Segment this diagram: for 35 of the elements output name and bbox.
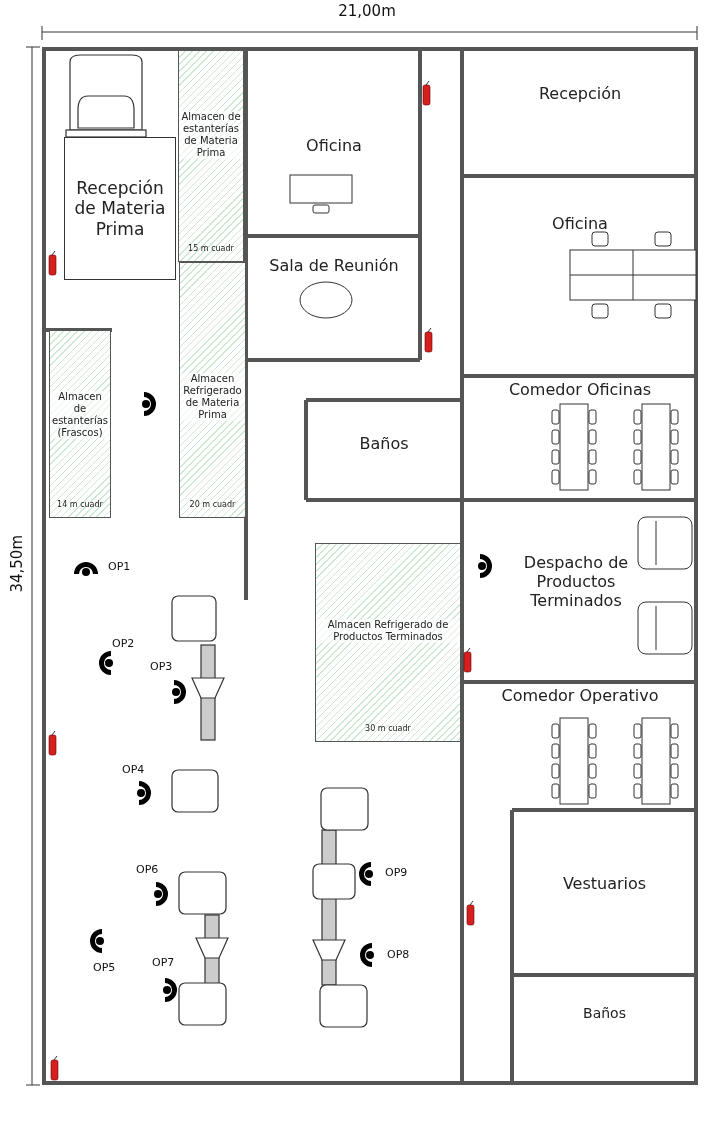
truck-bed bbox=[64, 137, 176, 280]
area-name: Almacen Refrigerado de Productos Terminados bbox=[316, 619, 460, 643]
operator-label: OP7 bbox=[152, 956, 175, 969]
storage-area bbox=[315, 543, 461, 742]
room-name: Oficina bbox=[551, 214, 609, 234]
area-name: Almacen de estanterías de Materia Prima bbox=[179, 111, 243, 159]
dimension-label: 34,50m bbox=[8, 535, 26, 593]
area-size: 20 m cuadr bbox=[188, 500, 237, 509]
room-name: Oficina bbox=[305, 136, 363, 156]
room-name: Baños bbox=[582, 1005, 627, 1022]
room-name: Vestuarios bbox=[561, 874, 648, 894]
room-name: Baños bbox=[358, 434, 410, 454]
operator-label: OP9 bbox=[385, 866, 408, 879]
room-name: Recepción de Materia Prima bbox=[73, 177, 167, 240]
room-name: Comedor Operativo bbox=[500, 686, 660, 706]
storage-area bbox=[49, 330, 111, 518]
area-name: Almacen de estanterías (Frascos) bbox=[50, 391, 111, 439]
room-name: Despacho de Productos Terminados bbox=[522, 553, 630, 611]
operator-label: OP5 bbox=[93, 961, 116, 974]
operator-label: OP2 bbox=[112, 637, 135, 650]
area-name: Almacen Refrigerado de Materia Prima bbox=[180, 373, 245, 421]
area-size: 30 m cuadr bbox=[364, 724, 412, 733]
room-name: Comedor Oficinas bbox=[507, 380, 653, 400]
operator-label: OP3 bbox=[150, 660, 173, 673]
area-size: 14 m cuadr bbox=[56, 500, 104, 509]
operator-label: OP1 bbox=[108, 560, 131, 573]
storage-area bbox=[179, 262, 246, 518]
area-size: 15 m cuadr bbox=[187, 244, 235, 253]
operator-label: OP8 bbox=[387, 948, 410, 961]
operator-label: OP6 bbox=[136, 863, 159, 876]
room-name: Sala de Reunión bbox=[268, 256, 400, 276]
storage-area bbox=[178, 50, 244, 262]
dimension-label: 21,00m bbox=[337, 2, 397, 20]
operator-label: OP4 bbox=[122, 763, 145, 776]
room-name: Recepción bbox=[537, 84, 623, 104]
